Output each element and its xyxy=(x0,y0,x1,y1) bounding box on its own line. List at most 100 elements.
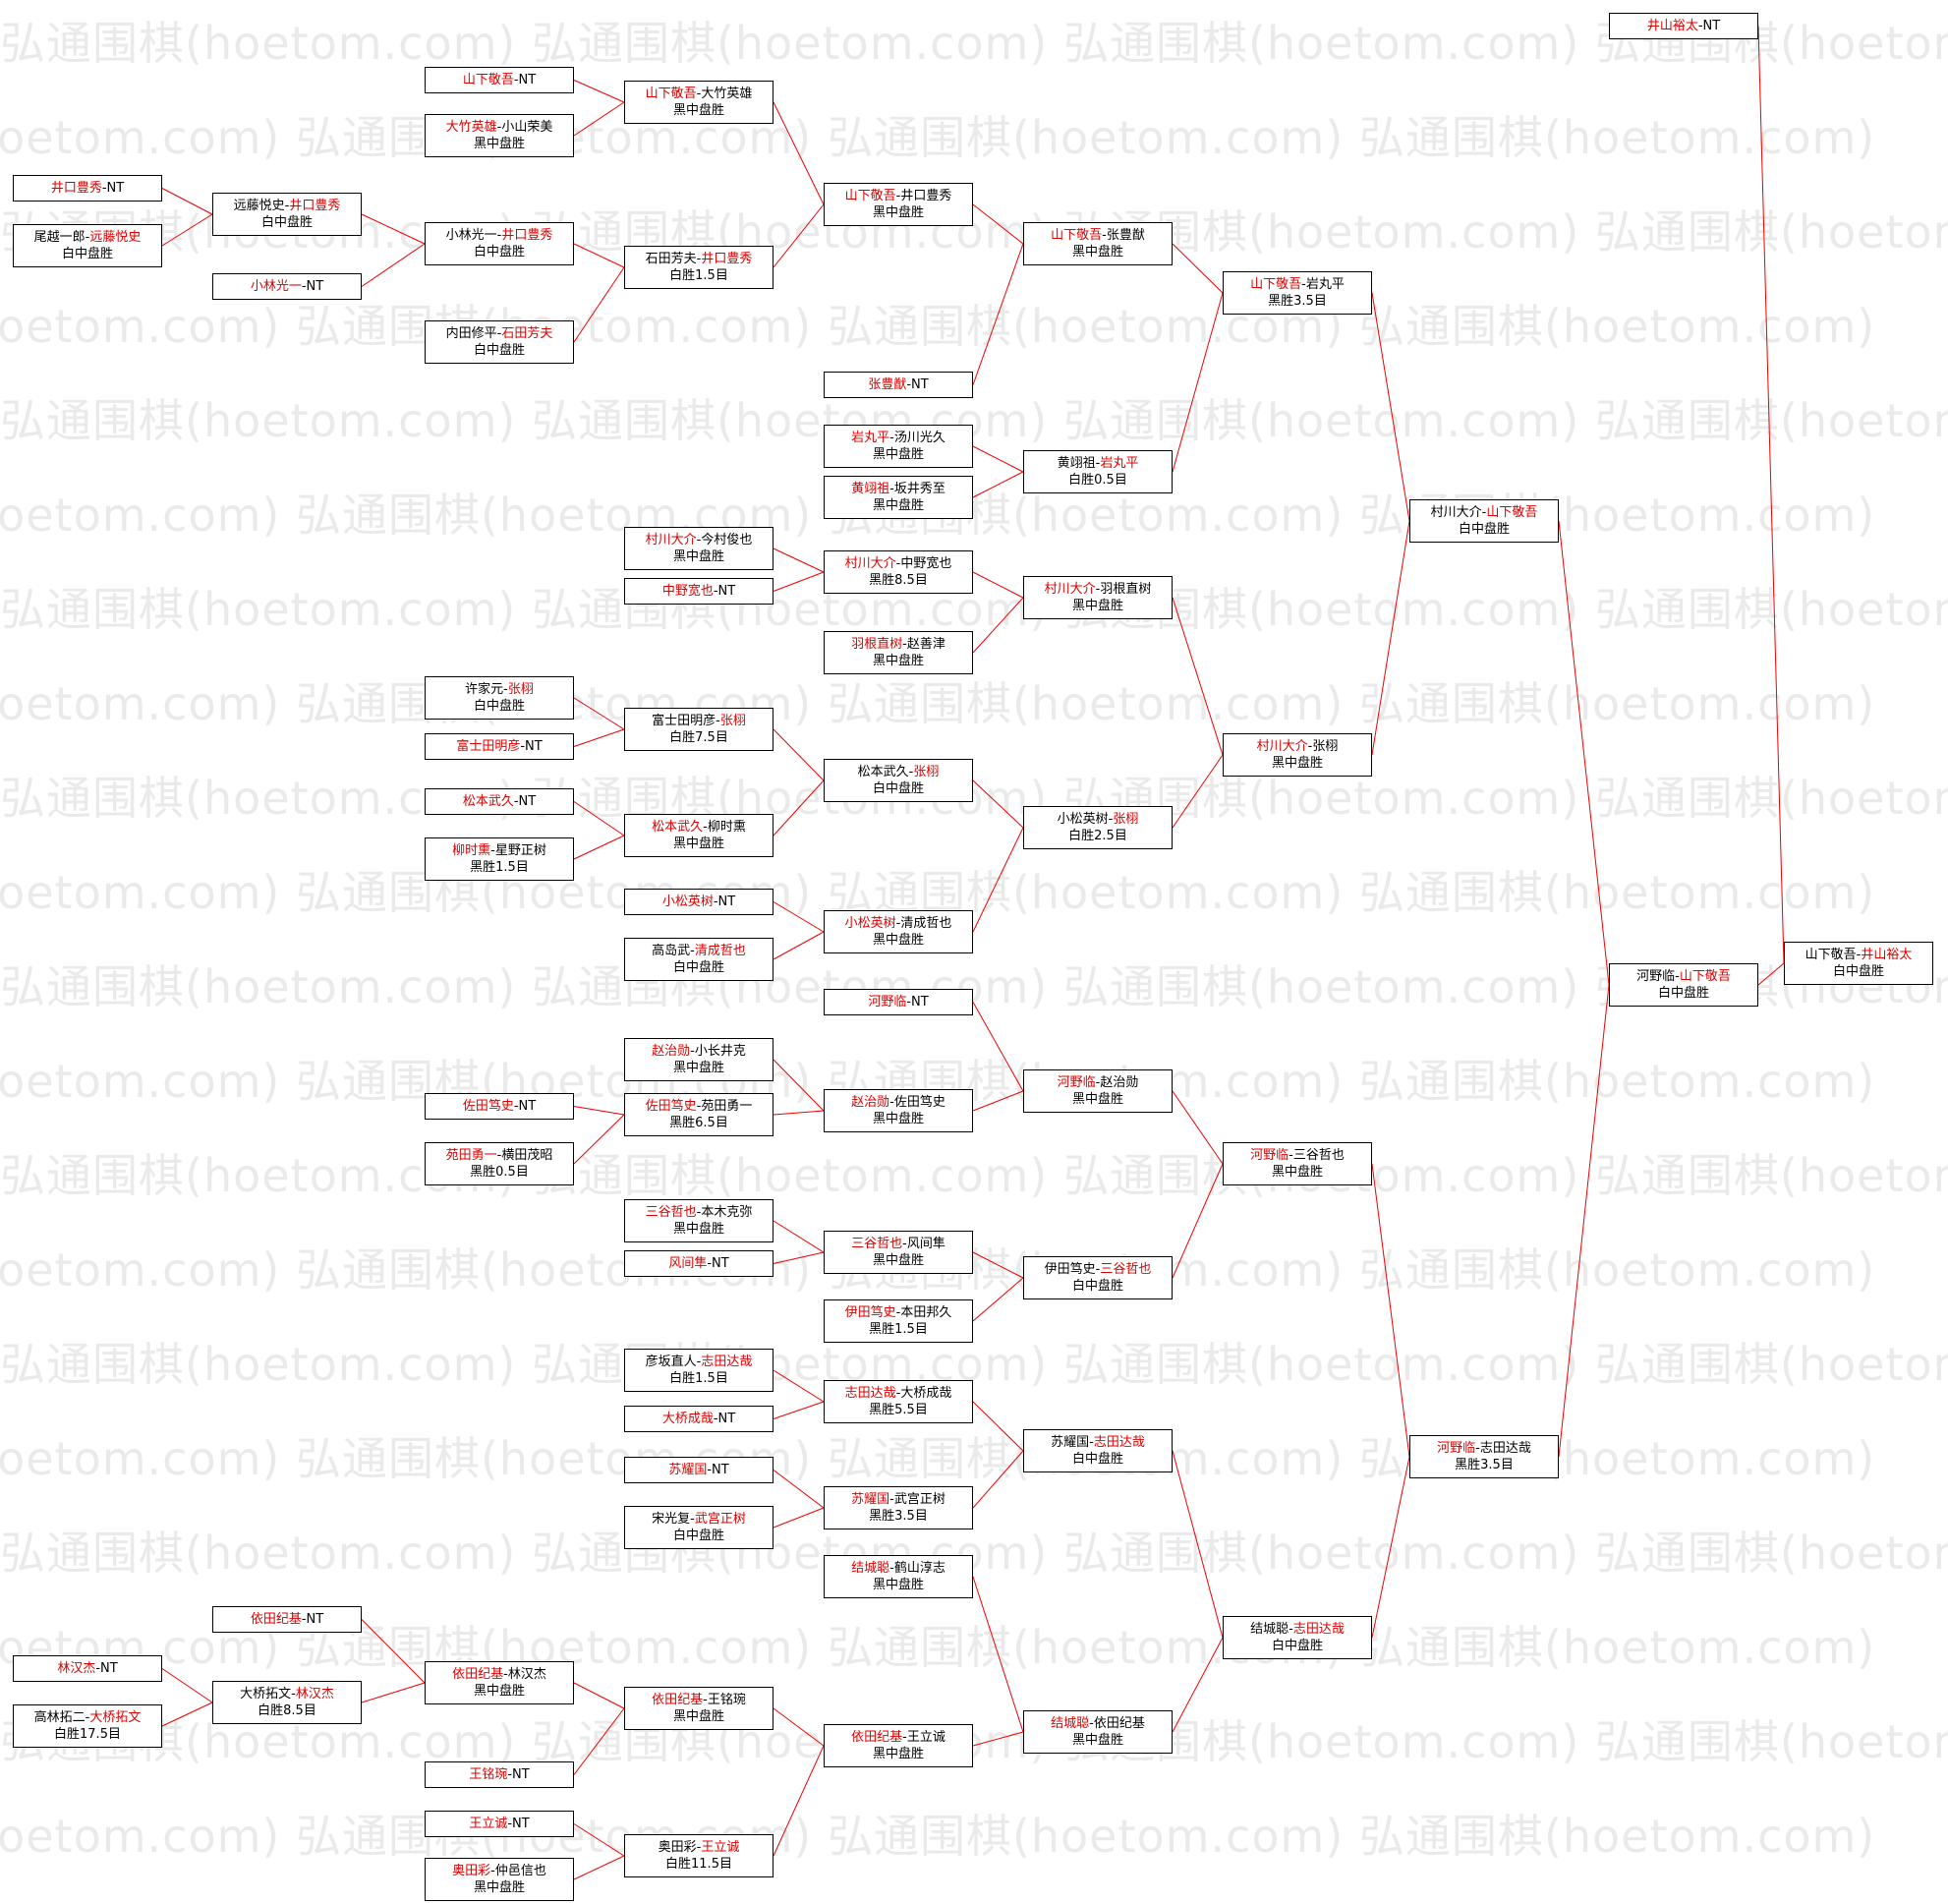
player-name: -三谷哲也 xyxy=(1289,1148,1345,1163)
match-box: 河野临-三谷哲也黑中盘胜 xyxy=(1223,1142,1372,1185)
player-name: -NT xyxy=(707,1256,729,1271)
watermark-text: 弘通围棋(hoetom.com) 弘通围棋(hoetom.com) 弘通围棋(h… xyxy=(0,1149,1948,1202)
match-players: 苑田勇一-横田茂昭 xyxy=(428,1147,571,1164)
match-box: 石田芳夫-井口豊秀白胜1.5目 xyxy=(624,246,773,289)
match-result: 黑中盘胜 xyxy=(872,1112,924,1126)
match-players: 依田纪基-林汉杰 xyxy=(428,1666,571,1683)
match-result: 黑中盘胜 xyxy=(1271,756,1323,771)
player-name: -柳时熏 xyxy=(703,820,746,835)
player-name: -NT xyxy=(713,894,736,909)
winner-name: 结城聪 xyxy=(1051,1716,1090,1731)
match-players: 结城聪-志田达哉 xyxy=(1226,1621,1369,1638)
match-players: 高林拓二-大桥拓文 xyxy=(16,1709,159,1726)
match-result: 白中盘胜 xyxy=(473,245,525,260)
match-result: 黑胜1.5目 xyxy=(470,860,529,875)
match-players: 奥田彩-仲邑信也 xyxy=(428,1863,571,1879)
match-box: 大桥拓文-林汉杰白胜8.5目 xyxy=(212,1681,362,1724)
player-name: -坂井秀至 xyxy=(889,482,945,496)
bracket-connector-line xyxy=(773,1745,825,1857)
bracket-connector-line xyxy=(773,1251,825,1264)
bracket-connector-line xyxy=(161,1702,213,1727)
winner-name: 岩丸平 xyxy=(1100,456,1139,471)
match-players: 石田芳夫-井口豊秀 xyxy=(627,251,771,267)
match-result: 黑中盘胜 xyxy=(872,933,924,948)
winner-name: 山下敬吾 xyxy=(1486,505,1538,520)
bye-box: 井口豊秀-NT xyxy=(13,175,162,202)
match-result: 白胜11.5目 xyxy=(665,1857,732,1872)
bracket-connector-line xyxy=(972,243,1024,385)
winner-name: 依田纪基 xyxy=(851,1730,903,1745)
player-name: -大桥成哉 xyxy=(895,1386,952,1401)
winner-name: 赵治勋 xyxy=(652,1044,691,1059)
winner-name: 林汉杰 xyxy=(57,1661,96,1676)
match-result: 白中盘胜 xyxy=(1832,964,1884,979)
bracket-connector-line xyxy=(1558,520,1610,986)
match-box: 彦坂直人-志田达哉白胜1.5目 xyxy=(624,1349,773,1392)
match-players: 伊田笃史-本田邦久 xyxy=(827,1304,970,1321)
winner-name: 岩丸平 xyxy=(851,431,890,445)
match-box: 黄翊祖-岩丸平白胜0.5目 xyxy=(1023,450,1173,493)
winner-name: 佐田笃史 xyxy=(645,1099,697,1114)
match-players: 河野临-志田达哉 xyxy=(1412,1440,1556,1457)
match-result: 黑中盘胜 xyxy=(872,447,924,462)
bracket-connector-line xyxy=(773,1401,825,1419)
player-name: 远藤悦史- xyxy=(233,199,290,213)
match-players: 结城聪-依田纪基 xyxy=(1026,1715,1170,1732)
player-name: -NT xyxy=(513,73,537,87)
match-box: 依田纪基-王立诚黑中盘胜 xyxy=(824,1724,973,1767)
bracket-connector-line xyxy=(972,471,1024,498)
bracket-connector-line xyxy=(1172,1163,1224,1279)
bracket-connector-line xyxy=(972,1251,1024,1279)
match-players: 中野宽也-NT xyxy=(627,583,771,600)
player-name: -苑田勇一 xyxy=(696,1099,753,1114)
player-name: 伊田笃史- xyxy=(1044,1262,1101,1277)
bracket-connector-line xyxy=(361,243,426,287)
match-box: 许家元-张栩白中盘胜 xyxy=(425,676,574,720)
player-name: -NT xyxy=(301,279,324,294)
winner-name: 松本武久 xyxy=(652,820,704,835)
match-box: 村川大介-羽根直树黑中盘胜 xyxy=(1023,576,1173,619)
match-box: 小林光一-井口豊秀白中盘胜 xyxy=(425,222,574,265)
match-result: 白中盘胜 xyxy=(1458,522,1510,537)
match-result: 黑中盘胜 xyxy=(473,137,525,151)
match-result: 黑中盘胜 xyxy=(872,205,924,220)
match-result: 白中盘胜 xyxy=(672,1529,724,1543)
player-name: 彦坂直人- xyxy=(645,1355,702,1369)
bye-box: 张豊猷-NT xyxy=(824,372,973,398)
winner-name: 苏耀国 xyxy=(851,1492,890,1507)
winner-name: 村川大介 xyxy=(844,556,896,571)
match-result: 黑胜1.5目 xyxy=(869,1322,928,1337)
player-name: -NT xyxy=(507,1817,530,1831)
match-players: 佐田笃史-苑田勇一 xyxy=(627,1098,771,1115)
winner-name: 张栩 xyxy=(507,682,534,697)
player-name: -井口豊秀 xyxy=(895,189,952,203)
winner-name: 富士田明彦 xyxy=(456,739,521,754)
match-result: 白中盘胜 xyxy=(61,247,113,261)
bracket-connector-line xyxy=(1558,984,1610,1458)
player-name: -赵善津 xyxy=(902,637,945,652)
match-players: 尾越一郎-远藤悦史 xyxy=(16,229,159,246)
match-result: 白中盘胜 xyxy=(872,781,924,796)
bracket-connector-line xyxy=(773,1507,825,1529)
match-box: 宋光复-武宫正树白中盘胜 xyxy=(624,1506,773,1549)
player-name: 结城聪- xyxy=(1250,1622,1293,1637)
bye-box: 富士田明彦-NT xyxy=(425,733,574,760)
winner-name: 石田芳夫 xyxy=(501,326,553,341)
bracket-connector-line xyxy=(1172,1637,1224,1733)
match-box: 结城聪-鹤山淳志黑中盘胜 xyxy=(824,1555,973,1598)
winner-name: 武宫正树 xyxy=(694,1512,746,1527)
match-result: 白胜7.5目 xyxy=(669,730,728,745)
player-name: 苏耀国- xyxy=(1051,1435,1094,1450)
match-box: 结城聪-志田达哉白中盘胜 xyxy=(1223,1616,1372,1659)
winner-name: 山下敬吾 xyxy=(645,87,697,101)
match-players: 小林光一-井口豊秀 xyxy=(428,227,571,244)
match-box: 高岛武-清成哲也白中盘胜 xyxy=(624,938,773,981)
bracket-connector-line xyxy=(972,571,1024,599)
winner-name: 奥田彩 xyxy=(452,1864,491,1878)
winner-name: 张栩 xyxy=(913,765,940,779)
winner-name: 山下敬吾 xyxy=(1250,277,1302,292)
bracket-connector-line xyxy=(573,1823,625,1857)
match-players: 王铭琬-NT xyxy=(428,1766,571,1783)
match-players: 依田纪基-王铭琬 xyxy=(627,1692,771,1708)
winner-name: 黄翊祖 xyxy=(851,482,890,496)
